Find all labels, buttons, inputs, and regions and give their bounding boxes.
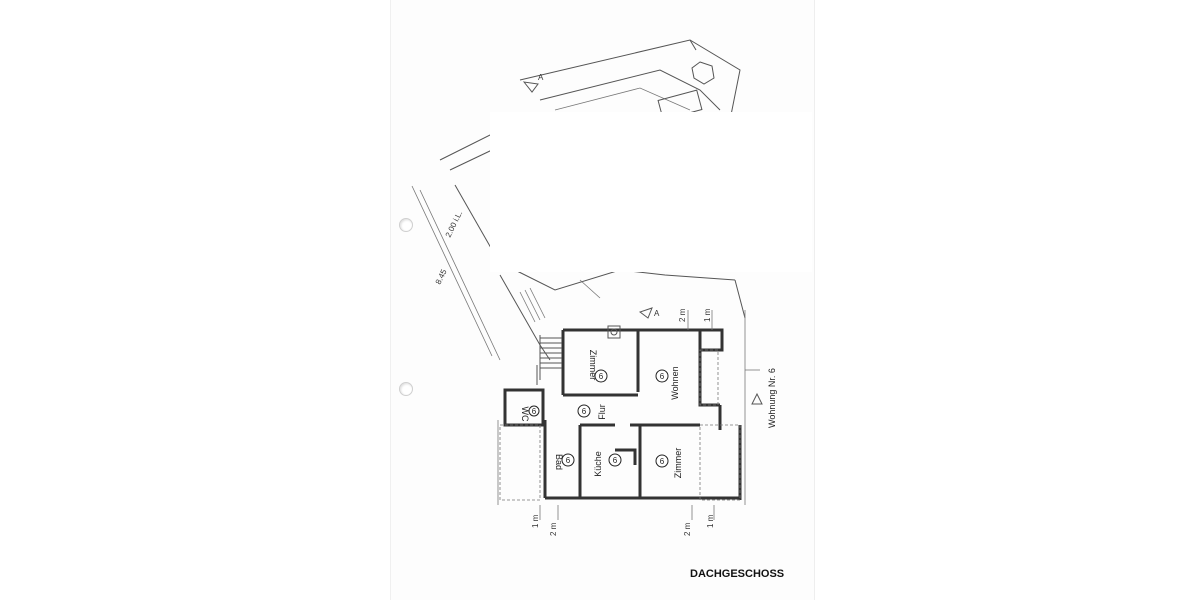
- room-bad: Bad 6: [554, 453, 575, 470]
- plan-sheet: [390, 0, 815, 600]
- svg-text:Küche: Küche: [593, 451, 603, 477]
- svg-text:6: 6: [660, 372, 665, 381]
- svg-text:6: 6: [566, 456, 571, 465]
- punch-hole-top: [399, 218, 413, 232]
- room-zimmer-bottom: Zimmer 6: [655, 448, 683, 479]
- chimney: [607, 325, 621, 339]
- dim-bottom-1m-left: 1 m: [531, 514, 540, 528]
- svg-text:6: 6: [660, 457, 665, 466]
- dim-bottom-1m-right: 1 m: [706, 514, 715, 528]
- svg-text:Flur: Flur: [597, 404, 607, 420]
- dim-top-2m: 2 m: [678, 308, 687, 322]
- svg-text:A: A: [654, 309, 660, 318]
- dim-top-1m: 1 m: [703, 308, 712, 322]
- main-floor-plan: Zimmer 6 Wohnen 6 Flur 6 WC 6 Bad 6 Küch…: [497, 310, 760, 505]
- svg-text:Bad: Bad: [554, 454, 564, 470]
- svg-text:6: 6: [613, 456, 618, 465]
- dim-bottom-2m-left: 2 m: [549, 522, 558, 536]
- section-mark-top: A: [522, 73, 544, 93]
- svg-text:WC: WC: [520, 407, 530, 422]
- svg-text:6: 6: [599, 372, 604, 381]
- dim-bottom-2m-right: 2 m: [683, 522, 692, 536]
- svg-text:Wohnung Nr. 6: Wohnung Nr. 6: [767, 368, 777, 428]
- room-zimmer-top: Zimmer 6: [588, 350, 608, 383]
- dim-side-200: 2.00 i.L.: [444, 209, 465, 239]
- svg-text:Wohnen: Wohnen: [670, 366, 680, 399]
- svg-text:A: A: [538, 73, 544, 82]
- plan-title: DACHGESCHOSS: [690, 568, 784, 580]
- room-wohnen: Wohnen 6: [655, 366, 680, 400]
- room-wc: WC 6: [520, 405, 540, 422]
- room-kueche: Küche 6: [593, 451, 622, 477]
- svg-text:6: 6: [582, 407, 587, 416]
- dim-side-845: 8.45: [434, 267, 449, 285]
- svg-text:Zimmer: Zimmer: [588, 350, 598, 381]
- staircase: [536, 335, 562, 385]
- unit-label: Wohnung Nr. 6: [751, 368, 777, 428]
- svg-text:6: 6: [532, 407, 537, 416]
- section-mark-mid: A: [638, 307, 660, 319]
- svg-text:Zimmer: Zimmer: [673, 448, 683, 479]
- room-flur: Flur 6: [577, 404, 607, 420]
- blank-overlay: [490, 112, 812, 272]
- punch-hole-bottom: [399, 382, 413, 396]
